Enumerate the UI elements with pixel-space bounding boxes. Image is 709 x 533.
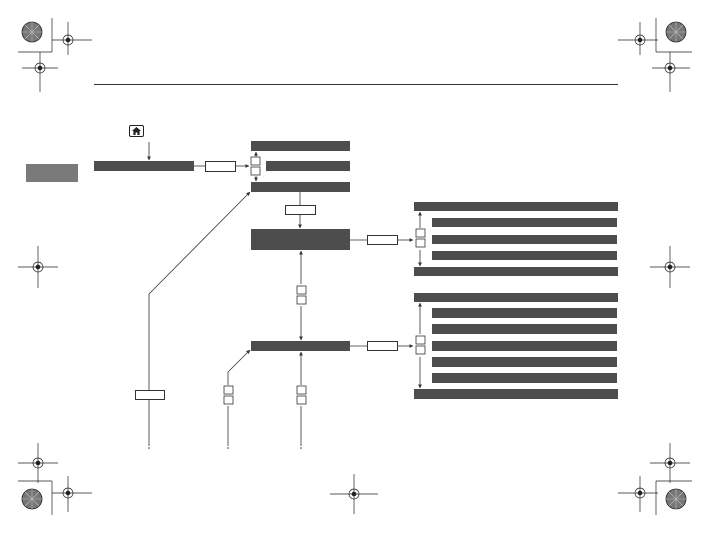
action-button-select[interactable] bbox=[205, 161, 236, 172]
crosshair-registration-mark bbox=[618, 22, 658, 55]
up-down-knob-icon bbox=[223, 385, 234, 405]
option-list-b-item-3 bbox=[432, 341, 617, 351]
option-list-a-item-3 bbox=[432, 251, 617, 260]
home-button[interactable] bbox=[129, 125, 144, 137]
end-dot bbox=[300, 447, 302, 449]
back-button[interactable] bbox=[135, 390, 165, 400]
up-down-knob-icon bbox=[415, 335, 426, 355]
up-down-knob-icon bbox=[415, 228, 426, 248]
menu-item-top bbox=[251, 141, 350, 151]
option-list-a-item-2 bbox=[432, 235, 617, 244]
crosshair-registration-mark bbox=[330, 474, 378, 514]
menu-item-current bbox=[266, 161, 350, 171]
option-list-a-footer bbox=[414, 267, 618, 276]
crosshair-registration-mark bbox=[650, 443, 690, 483]
crosshair-registration-mark bbox=[650, 246, 690, 288]
option-list-b-item-1 bbox=[432, 308, 617, 318]
option-list-b-item-4 bbox=[432, 357, 617, 367]
color-calibration-wheel bbox=[21, 488, 43, 510]
crosshair-registration-mark bbox=[52, 476, 92, 512]
action-button-submenu[interactable] bbox=[367, 341, 398, 351]
crosshair-registration-mark bbox=[18, 443, 58, 483]
crosshair-registration-mark bbox=[52, 22, 92, 55]
end-dot bbox=[148, 447, 150, 449]
action-button-enter[interactable] bbox=[285, 205, 316, 215]
crosshair-registration-mark bbox=[652, 52, 690, 92]
color-calibration-wheel bbox=[665, 488, 687, 510]
settings-screen bbox=[251, 229, 350, 250]
option-list-b-item-2 bbox=[432, 324, 617, 334]
crosshair-registration-mark bbox=[18, 246, 58, 288]
header-rule bbox=[94, 84, 618, 85]
action-button-settings[interactable] bbox=[367, 235, 398, 245]
arrow-knob-to-submenu bbox=[227, 349, 251, 385]
end-dot bbox=[227, 447, 229, 449]
color-calibration-wheel bbox=[21, 21, 43, 43]
option-list-b-footer bbox=[414, 389, 618, 399]
chapter-tab bbox=[26, 164, 78, 182]
option-list-b-header bbox=[414, 293, 618, 302]
crosshair-registration-mark bbox=[618, 476, 658, 512]
option-list-b-item-5 bbox=[432, 373, 617, 383]
submenu-screen bbox=[251, 341, 350, 351]
option-list-a-header bbox=[414, 202, 618, 211]
menu-item-bottom bbox=[251, 182, 350, 192]
home-icon bbox=[132, 127, 141, 135]
color-calibration-wheel bbox=[665, 21, 687, 43]
up-down-knob-icon bbox=[250, 156, 261, 176]
arrow-back-to-list bbox=[148, 191, 251, 390]
option-list-a-item-1 bbox=[432, 218, 617, 227]
up-down-knob-icon bbox=[296, 385, 307, 405]
crosshair-registration-mark bbox=[22, 52, 58, 92]
up-down-knob-icon bbox=[296, 285, 307, 305]
menu-bar-root bbox=[94, 161, 194, 171]
